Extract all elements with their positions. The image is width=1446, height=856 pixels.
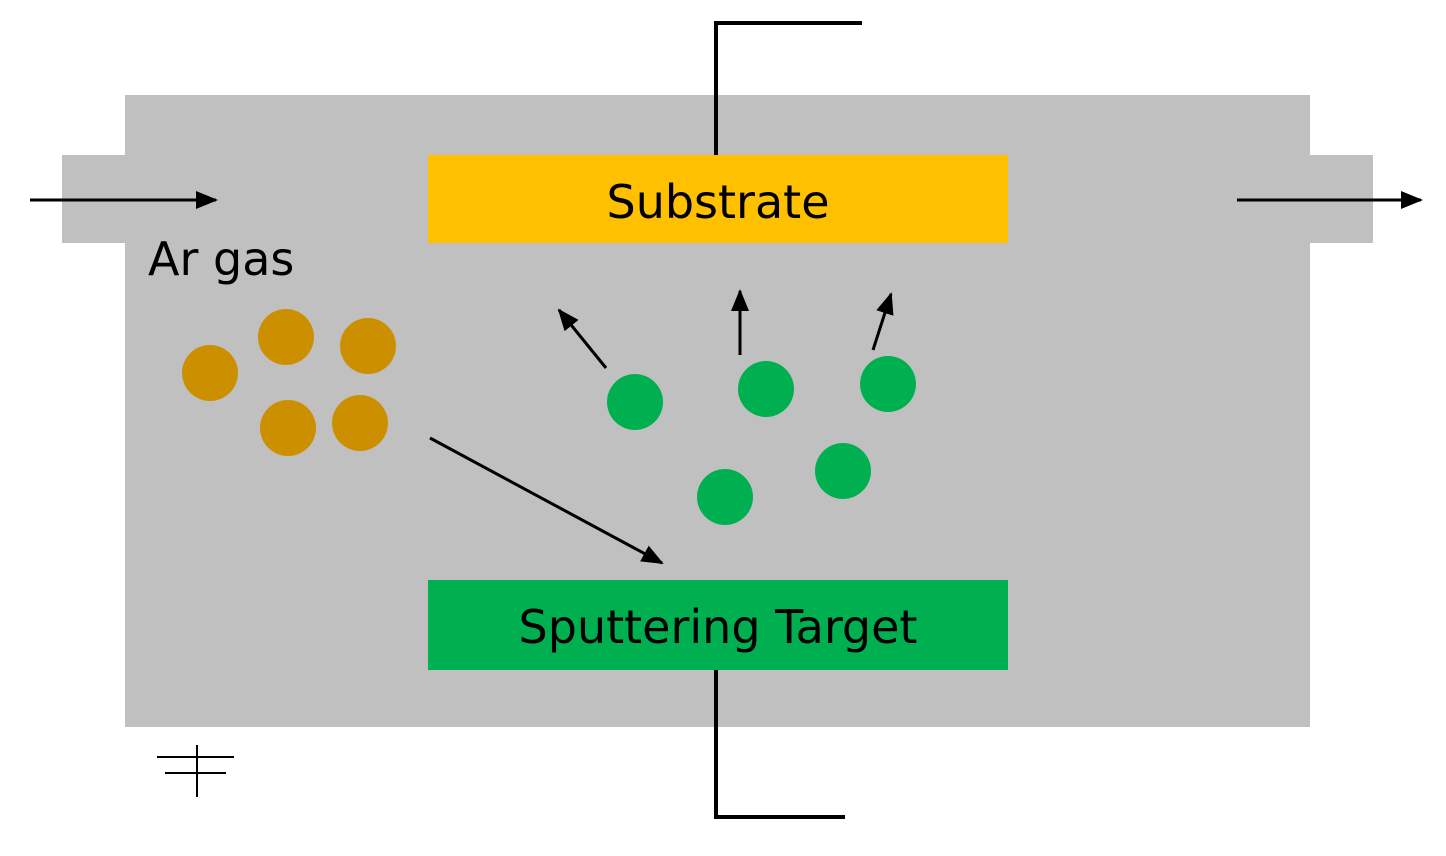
- trajectory-arrow: [871, 292, 894, 351]
- target-lead: [714, 670, 845, 819]
- argon-atom: [258, 309, 314, 365]
- sputter-trajectories: [557, 289, 894, 369]
- sputtering-target: Sputtering Target: [428, 580, 1008, 670]
- substrate: Substrate: [428, 155, 1008, 243]
- argon-atom: [182, 345, 238, 401]
- ground-icon: [157, 745, 234, 797]
- argon-atom: [260, 400, 316, 456]
- substrate-label: Substrate: [607, 175, 830, 229]
- sputtered-atom: [697, 469, 753, 525]
- sputtered-atom: [738, 361, 794, 417]
- substrate-lead: [714, 21, 862, 155]
- ar-gas-label: Ar gas: [148, 232, 294, 286]
- target-label: Sputtering Target: [519, 600, 918, 654]
- sputtered-atom: [860, 356, 916, 412]
- target-plate: [428, 580, 1008, 670]
- argon-atoms: [182, 309, 396, 456]
- sputtered-atom: [607, 374, 663, 430]
- argon-atom: [332, 395, 388, 451]
- sputtered-atoms: [607, 356, 916, 525]
- trajectory-arrow: [557, 308, 608, 369]
- substrate-plate: [428, 155, 1008, 243]
- sputtered-atom: [815, 443, 871, 499]
- ion-bombardment-arrow: [429, 436, 664, 565]
- argon-atom: [340, 318, 396, 374]
